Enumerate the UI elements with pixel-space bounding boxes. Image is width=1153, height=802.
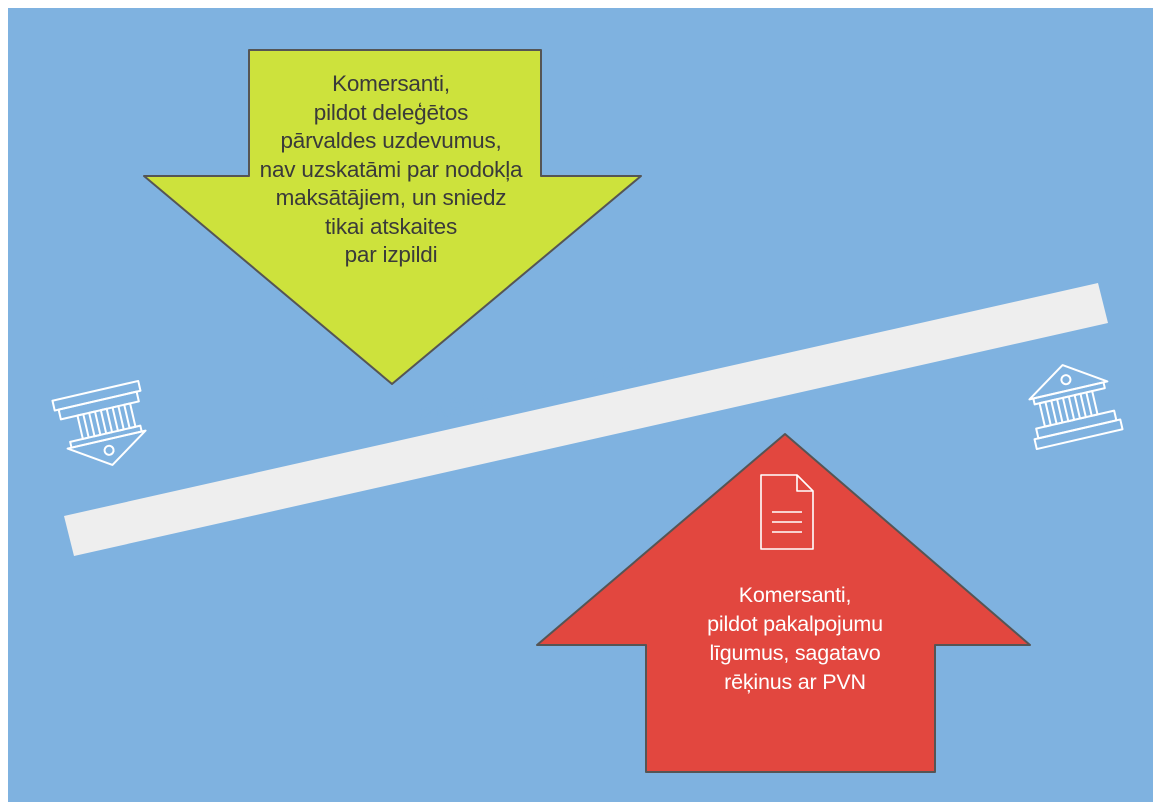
down-arrow-line: nav uzskatāmi par nodokļa bbox=[259, 156, 523, 182]
down-arrow-line: pildot deleģētos bbox=[313, 99, 469, 125]
down-arrow-line: pārvaldes uzdevumus, bbox=[280, 128, 502, 153]
up-arrow-line: pildot pakalpojumu bbox=[707, 612, 883, 636]
down-arrow-line: tikai atskaites bbox=[324, 213, 458, 239]
down-arrow-line: par izpildi bbox=[344, 242, 438, 267]
down-arrow bbox=[143, 49, 642, 385]
down-arrow-line: Komersanti, bbox=[332, 71, 450, 96]
bank-building-icon-left bbox=[51, 379, 147, 466]
down-arrow-text: Komersanti, pildot deleģētos pārvaldes u… bbox=[232, 70, 550, 270]
document-icon bbox=[760, 474, 814, 550]
bank-building-icon-right bbox=[1028, 364, 1124, 451]
up-arrow-line: Komersanti, bbox=[738, 583, 852, 607]
up-arrow-text: Komersanti, pildot pakalpojumu līgumus, … bbox=[656, 581, 934, 697]
up-arrow bbox=[536, 433, 1031, 773]
up-arrow-line: līgumus, sagatavo bbox=[709, 641, 881, 665]
up-arrow-line: rēķinus ar PVN bbox=[724, 670, 866, 694]
beam bbox=[64, 283, 1108, 556]
down-arrow-line: maksātājiem, un sniedz bbox=[275, 185, 507, 210]
